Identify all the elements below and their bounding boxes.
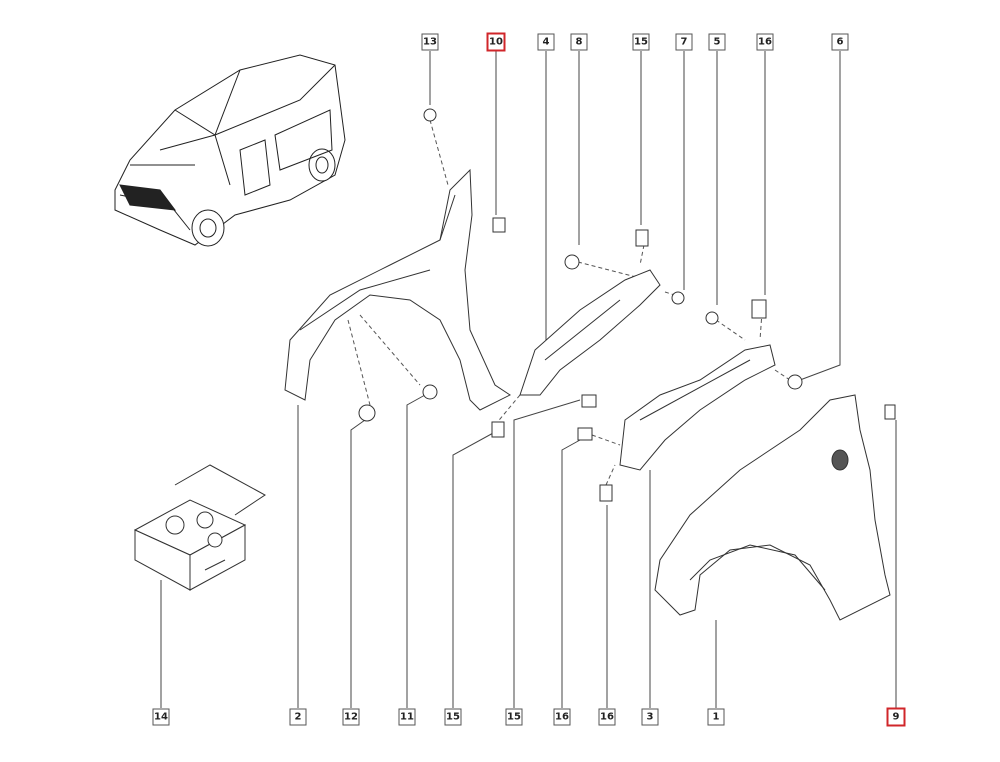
part-3-shape (619, 344, 776, 471)
callout-16[interactable]: 16 (553, 708, 571, 726)
leader-lines (160, 51, 897, 708)
callout-15[interactable]: 15 (632, 33, 650, 51)
callout-10-highlighted[interactable]: 10 (486, 32, 506, 52)
callout-13[interactable]: 13 (421, 33, 439, 51)
callout-15[interactable]: 15 (505, 708, 523, 726)
assembly-lines (347, 119, 791, 486)
vehicle-illustration (114, 54, 346, 247)
callout-2[interactable]: 2 (289, 708, 307, 726)
callout-5[interactable]: 5 (708, 33, 726, 51)
callout-4[interactable]: 4 (537, 33, 555, 51)
callout-9-highlighted[interactable]: 9 (886, 707, 906, 727)
callout-16[interactable]: 16 (756, 33, 774, 51)
part-1-shape (654, 394, 891, 621)
fasteners (358, 108, 896, 502)
callout-1[interactable]: 1 (707, 708, 725, 726)
callout-7[interactable]: 7 (675, 33, 693, 51)
callout-11[interactable]: 11 (398, 708, 416, 726)
part-4-shape (519, 269, 661, 396)
part-2-shape (284, 168, 511, 411)
callout-15[interactable]: 15 (444, 708, 462, 726)
callout-16[interactable]: 16 (598, 708, 616, 726)
callout-6[interactable]: 6 (831, 33, 849, 51)
callout-3[interactable]: 3 (641, 708, 659, 726)
callout-8[interactable]: 8 (570, 33, 588, 51)
callout-12[interactable]: 12 (342, 708, 360, 726)
callout-14[interactable]: 14 (152, 708, 170, 726)
part-14-kit-box (133, 464, 266, 591)
